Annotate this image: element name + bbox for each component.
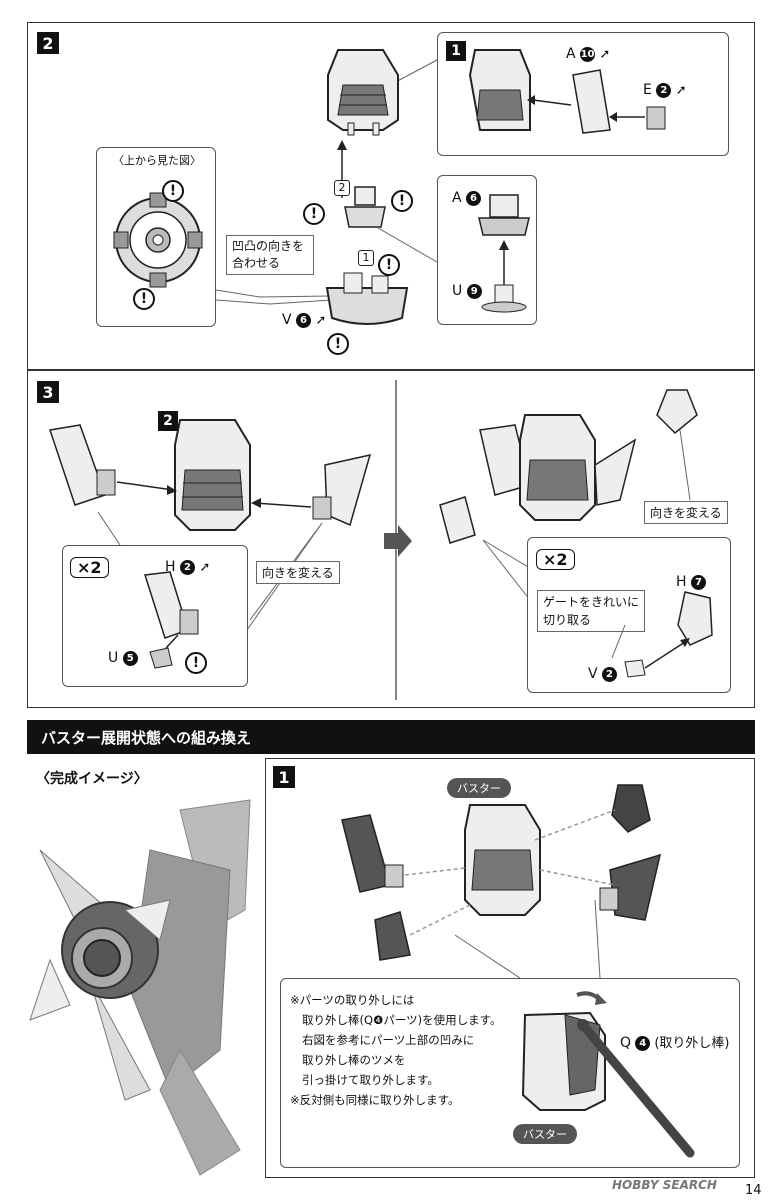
multiplier-badge-right: ×2	[536, 549, 575, 570]
part-number: 2	[179, 559, 195, 575]
inset-1-illustration	[468, 49, 666, 134]
step3-right-illustration	[439, 389, 698, 544]
part-letter: Q	[620, 1035, 632, 1051]
part-letter: E	[643, 82, 652, 98]
note-box	[280, 978, 740, 1168]
cement-icon: ➚	[599, 47, 611, 62]
buster-step1-number: 1	[273, 766, 295, 788]
completed-image-illustration	[29, 790, 260, 1180]
step2-number: 2	[37, 32, 59, 54]
change-direction-label: 向きを変える	[256, 561, 340, 584]
align-text-line1: 凹凸の向きを	[232, 239, 305, 253]
warning-icon: !	[378, 254, 400, 276]
change-direction-label-right: 向きを変える	[644, 501, 728, 524]
part-number: 10	[580, 46, 596, 62]
part-letter: V	[282, 312, 292, 328]
ref-step-2: 2	[158, 411, 178, 431]
part-number: 5	[122, 650, 138, 666]
cement-icon: ➚	[315, 313, 327, 328]
note-text-block: ※パーツの取り外しには 取り外し棒(Q❹パーツ)を使用します。 右図を参考にパー…	[290, 990, 501, 1110]
note-line: 引っ掛けて取り外します。	[302, 1073, 439, 1087]
inset-1-number: 1	[446, 41, 466, 61]
section-header: バスター展開状態への組み換え	[27, 720, 755, 754]
warning-icon: !	[327, 333, 349, 355]
complete-image-title: 〈完成イメージ〉	[36, 771, 148, 787]
watermark: HOBBY SEARCH	[612, 1178, 717, 1192]
inset-box-a6-u9	[437, 175, 537, 325]
cement-icon: ➚	[675, 83, 687, 98]
part-number: 4	[635, 1036, 651, 1051]
part-label-h7: H 7	[676, 574, 706, 590]
buster-pill-bottom: バスター	[513, 1124, 577, 1144]
step3-number: 3	[37, 381, 59, 403]
gate-text-line2: 切り取る	[543, 613, 592, 627]
align-text-line2: 合わせる	[232, 256, 281, 270]
part-label-a6: A 6	[452, 190, 482, 206]
part-label-v6: V 6 ➚	[282, 312, 326, 328]
part-letter: U	[108, 650, 119, 666]
part-number: 7	[690, 574, 706, 590]
order-1-marker: 1	[358, 250, 374, 266]
part-h7-v2-illustration	[611, 591, 713, 678]
buster-exploded-illustration	[341, 784, 662, 961]
removal-tool-illustration	[521, 991, 695, 1158]
warning-icon: !	[133, 288, 155, 310]
part-number: 2	[656, 82, 672, 98]
warning-icon: !	[162, 180, 184, 202]
connector-lines	[215, 59, 438, 305]
part-letter: U	[452, 283, 463, 299]
part-number: 6	[466, 190, 482, 206]
gate-instruction: ゲートをきれいに 切り取る	[537, 590, 646, 632]
part-h2-illustration	[144, 571, 199, 669]
cement-icon: ➚	[199, 560, 211, 575]
part-label-v2: V 2	[588, 666, 618, 682]
part-letter: A	[452, 190, 462, 206]
page-number: 14	[745, 1183, 762, 1198]
order-2-marker: 2	[334, 180, 350, 196]
part-label-u9: U 9	[452, 283, 482, 299]
part-letter: H	[165, 559, 176, 575]
step3-left-illustration	[49, 419, 372, 531]
head-assembly-illustration	[327, 49, 399, 136]
base-part-illustration	[325, 272, 409, 325]
gate-text-line1: ゲートをきれいに	[543, 595, 640, 609]
part-letter: A	[566, 46, 576, 62]
note-line: ※パーツの取り外しには	[290, 993, 415, 1007]
part-letter: H	[676, 574, 687, 590]
note-line: ※反対側も同様に取り外します。	[290, 1093, 460, 1107]
part-label-u5: U 5	[108, 650, 138, 666]
middle-part-illustration	[344, 186, 386, 228]
part-label-a10: A 10 ➚	[566, 46, 610, 62]
part-letter: V	[588, 666, 598, 682]
align-instruction: 凹凸の向きを 合わせる	[226, 235, 314, 275]
note-line: 取り外し棒のツメを	[302, 1053, 406, 1067]
top-view-part-illustration	[113, 192, 203, 288]
part-label-e2: E 2 ➚	[643, 82, 687, 98]
part-label-h2: H 2 ➚	[165, 559, 210, 575]
note-line: 右図を参考にパーツ上部の凹みに	[302, 1033, 475, 1047]
next-arrow-icon	[384, 525, 412, 557]
warning-icon: !	[185, 652, 207, 674]
warning-icon: !	[391, 190, 413, 212]
tool-name: (取り外し棒)	[654, 1036, 730, 1051]
part-number: 6	[296, 312, 312, 328]
note-line: 取り外し棒(Q❹パーツ)を使用します。	[302, 1013, 502, 1027]
buster-pill-top: バスター	[447, 778, 511, 798]
multiplier-badge: ×2	[70, 557, 109, 578]
warning-icon: !	[303, 203, 325, 225]
top-view-title: 〈上から見た図〉	[113, 154, 201, 167]
part-a6-u9-illustration	[478, 194, 530, 313]
tool-label-q4: Q 4 (取り外し棒)	[620, 1032, 729, 1051]
part-number: 2	[602, 666, 618, 682]
part-number: 9	[466, 283, 482, 299]
